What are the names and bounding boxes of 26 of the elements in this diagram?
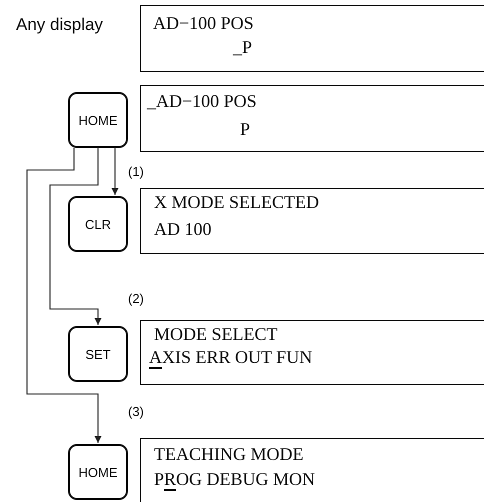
caption-text: Any display: [16, 15, 103, 35]
display-line: AD 100: [154, 219, 212, 239]
key-button: HOME: [68, 92, 128, 148]
step-number: (3): [128, 404, 144, 419]
display-line: MODE SELECT: [154, 324, 278, 344]
key-button: HOME: [68, 444, 128, 500]
display-line: AD−100 POS: [153, 13, 254, 33]
arrow: [112, 148, 118, 195]
lcd-display: [140, 5, 484, 72]
lcd-display: [140, 438, 484, 502]
arrow: [26, 148, 102, 443]
lcd-display: [140, 188, 484, 254]
display-line: _AD−100 POS: [147, 91, 257, 111]
display-line: AXIS ERR OUT FUN: [149, 347, 312, 367]
key-button: SET: [68, 326, 128, 382]
key-button: CLR: [68, 196, 128, 252]
display-line: _P: [233, 37, 252, 57]
lcd-display: [140, 85, 484, 152]
display-line: X MODE SELECTED: [154, 192, 319, 212]
display-line: P: [240, 119, 250, 139]
lcd-display: [140, 320, 484, 385]
display-line: TEACHING MODE: [154, 444, 304, 464]
display-line: PROG DEBUG MON: [154, 469, 316, 489]
arrow: [49, 148, 102, 325]
step-number: (1): [128, 164, 144, 179]
step-number: (2): [128, 291, 144, 306]
